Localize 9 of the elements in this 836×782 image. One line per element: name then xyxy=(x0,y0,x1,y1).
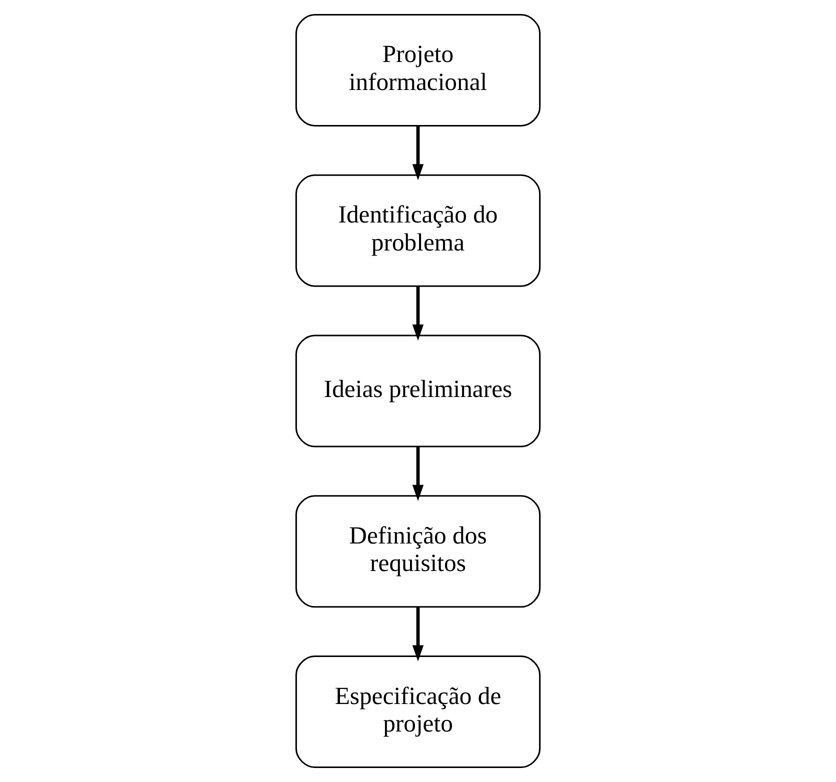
node-box: Projeto informacional xyxy=(295,14,541,127)
arrow xyxy=(412,607,424,662)
arrow xyxy=(412,286,424,341)
arrow xyxy=(412,126,424,180)
node-box: Especificação de projeto xyxy=(295,655,541,768)
node-box: Definição dos requisitos xyxy=(295,495,541,608)
node-box: Ideias preliminares xyxy=(295,334,541,448)
node-box: Identificação do problema xyxy=(295,174,541,287)
arrow xyxy=(412,446,424,501)
